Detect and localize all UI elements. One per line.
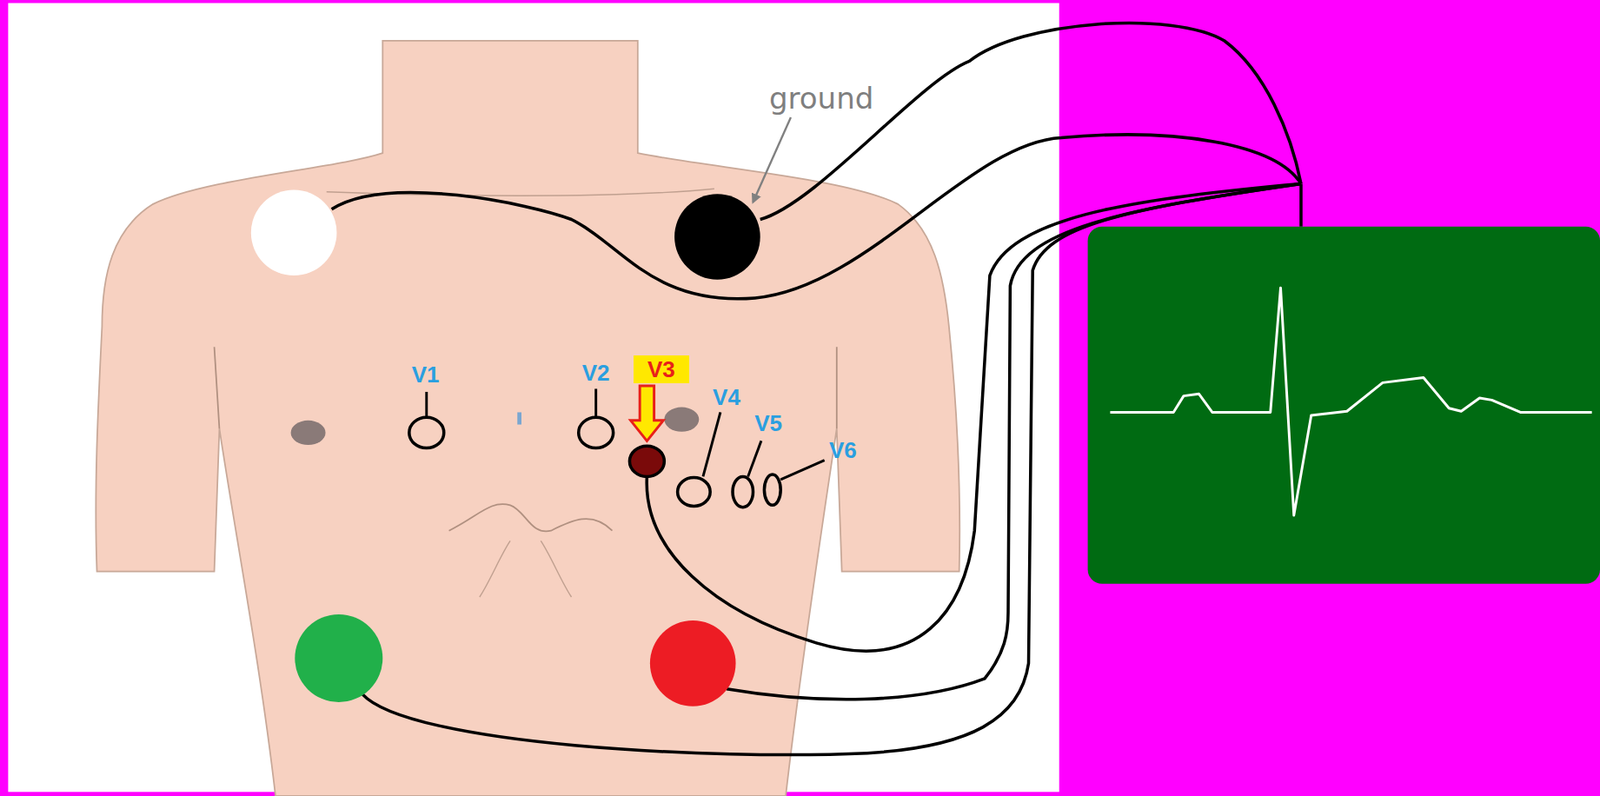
electrode — [650, 620, 737, 707]
electrode — [251, 189, 338, 276]
lead-label: V5 — [754, 411, 783, 437]
electrode — [674, 193, 761, 280]
highlight-tag: V3 — [633, 355, 691, 385]
torso — [95, 40, 960, 796]
lead-label: V2 — [582, 359, 611, 386]
electrode — [294, 614, 383, 703]
chest-electrodes — [409, 417, 781, 507]
lead-label: V1 — [411, 362, 440, 388]
nipple — [291, 420, 326, 445]
v3-arrow — [630, 385, 664, 441]
lead-label: V3 — [647, 357, 676, 383]
ground-pointer — [752, 117, 791, 202]
monitor — [1088, 226, 1600, 585]
leader-lines — [426, 388, 825, 480]
lead-label: V6 — [829, 437, 857, 463]
nipple — [663, 407, 699, 432]
lead-label: V4 — [712, 384, 741, 410]
ecg-trace — [1109, 287, 1592, 516]
ground-label: ground — [769, 82, 874, 115]
